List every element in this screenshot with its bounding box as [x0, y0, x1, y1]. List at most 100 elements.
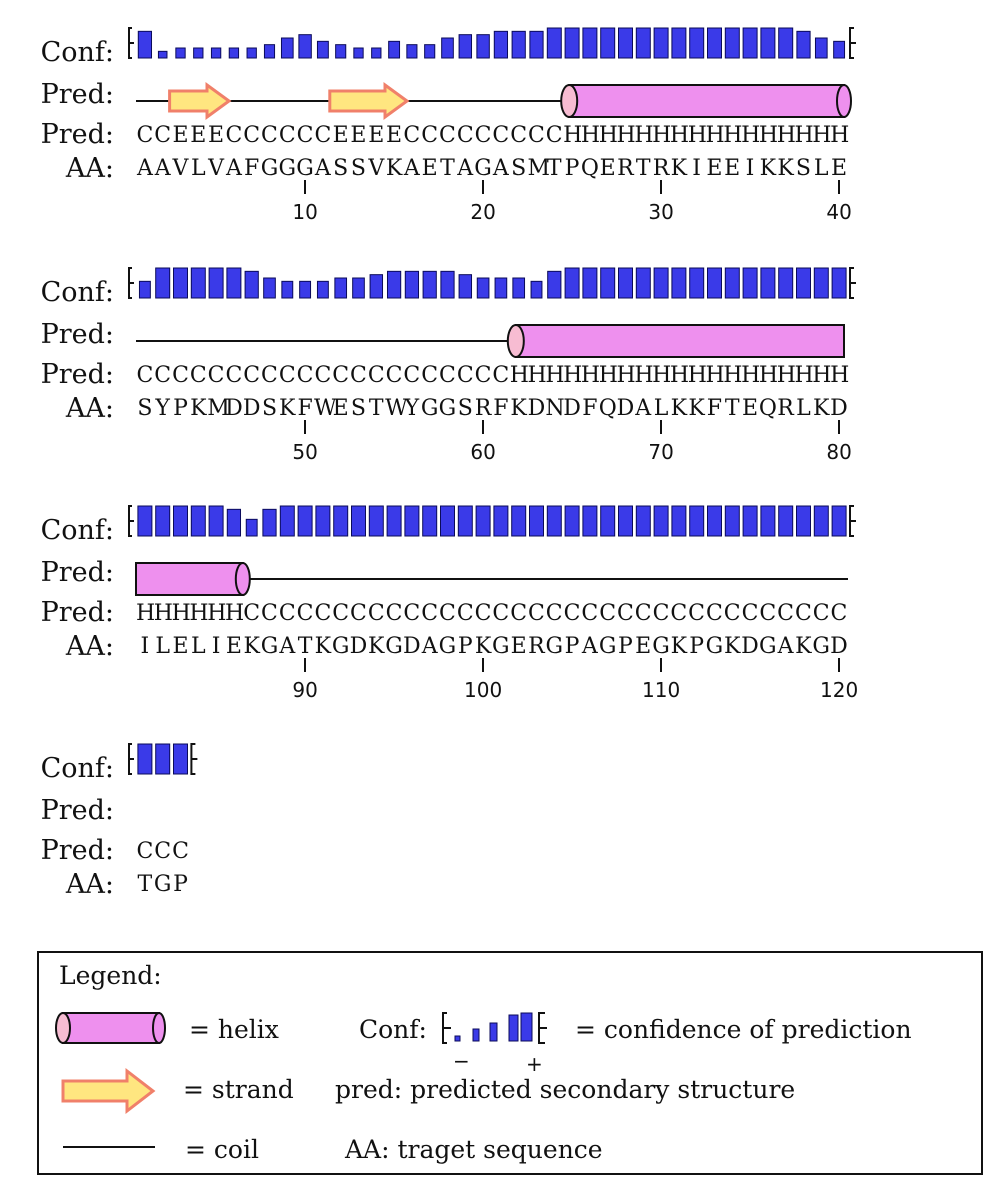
conf-bar	[353, 47, 364, 59]
conf-bar	[263, 277, 276, 299]
conf-bar	[671, 267, 687, 299]
conf-bar	[618, 27, 633, 59]
legend-symbols	[55, 1012, 547, 1148]
conf-bar	[440, 505, 455, 537]
conf-bar	[422, 505, 438, 537]
pred-structure-label: Pred:	[40, 557, 114, 588]
axis-tick-label: 110	[642, 678, 681, 702]
conf-bar	[600, 27, 616, 59]
conf-bar	[137, 30, 153, 59]
axis-tick-label: 30	[648, 200, 674, 224]
axis-tick-label: 120	[820, 678, 859, 702]
conf-bar	[742, 27, 758, 59]
conf-bar	[246, 47, 257, 59]
conf-bar	[299, 280, 312, 299]
conf-bracket-right	[849, 27, 856, 59]
conf-bar	[564, 267, 580, 299]
conf-bar	[493, 30, 509, 59]
conf-bar	[173, 267, 188, 299]
pred-string-label: Pred:	[40, 597, 114, 628]
legend-strand-icon	[61, 1067, 156, 1115]
conf-bar	[388, 40, 401, 59]
pred-string-label: Pred:	[40, 359, 114, 390]
conf-bar	[547, 270, 562, 299]
axis-tick	[838, 420, 841, 434]
conf-bracket-left	[128, 267, 134, 299]
helix-cylinder	[135, 562, 251, 596]
axis-tick	[838, 180, 841, 194]
conf-bar	[813, 267, 829, 299]
conf-bar	[671, 27, 687, 59]
conf-bar	[529, 30, 544, 59]
conf-bar	[635, 267, 651, 299]
block-4-graphics	[128, 743, 198, 775]
legend-pred-desc: pred: predicted secondary structure	[335, 1075, 796, 1104]
conf-bar	[689, 27, 705, 59]
conf-bar	[653, 267, 669, 299]
conf-bar	[600, 505, 616, 537]
conf-label: Conf:	[40, 753, 114, 784]
conf-bar	[404, 270, 420, 299]
axis-tick	[304, 658, 307, 672]
conf-bar	[262, 508, 277, 537]
conf-bar	[316, 40, 329, 59]
pred-string-label: Pred:	[40, 119, 114, 150]
axis-tick-label: 40	[826, 200, 852, 224]
conf-bar	[742, 505, 758, 537]
axis-tick-label: 90	[292, 678, 318, 702]
axis-tick-label: 60	[470, 440, 496, 464]
pred-string: CCC	[136, 839, 189, 864]
conf-bar	[707, 505, 722, 537]
conf-bracket-left	[128, 743, 134, 775]
conf-bar	[831, 505, 847, 537]
conf-bar	[778, 267, 794, 299]
conf-bar	[511, 505, 527, 537]
conf-bar	[175, 47, 186, 59]
conf-bar	[760, 505, 776, 537]
conf-bar	[724, 27, 740, 59]
conf-bar	[406, 44, 418, 59]
legend-aa-desc: AA: traget sequence	[345, 1135, 603, 1164]
conf-bar	[137, 743, 153, 775]
conf-label: Conf:	[40, 515, 114, 546]
conf-bar	[193, 47, 204, 59]
conf-bar	[155, 505, 171, 537]
conf-bar	[724, 267, 740, 299]
conf-bar	[369, 274, 384, 299]
conf-bar	[279, 505, 295, 537]
axis-tick-label: 80	[826, 440, 852, 464]
conf-bar	[458, 34, 473, 59]
conf-bar	[335, 44, 347, 59]
conf-bar	[476, 34, 490, 59]
conf-bar	[833, 40, 846, 59]
conf-bracket-left	[128, 27, 134, 59]
conf-bar	[404, 505, 420, 537]
conf-bar	[760, 27, 776, 59]
legend-helix-icon	[55, 1012, 166, 1044]
legend-minus: −	[453, 1049, 470, 1073]
conf-bar	[671, 505, 687, 537]
axis-tick	[482, 180, 485, 194]
conf-bar	[137, 505, 153, 537]
conf-bar	[368, 505, 384, 537]
legend-strand-label: = strand	[183, 1075, 294, 1104]
conf-bar	[226, 508, 242, 537]
conf-bar	[564, 505, 580, 537]
conf-bar	[707, 27, 722, 59]
conf-bar	[263, 44, 276, 59]
conf-bar	[813, 505, 829, 537]
conf-bar	[494, 277, 508, 299]
conf-bar	[600, 267, 616, 299]
conf-bar	[173, 743, 188, 775]
conf-bar	[334, 277, 348, 299]
aa-sequence: TGP	[137, 872, 188, 897]
conf-bar	[281, 280, 294, 299]
conf-bar	[422, 270, 437, 299]
legend-plus: +	[526, 1052, 543, 1076]
conf-bar	[190, 505, 206, 537]
conf-bar	[441, 37, 454, 59]
conf-bracket-right	[849, 267, 856, 299]
helix-cylinder	[560, 84, 852, 118]
